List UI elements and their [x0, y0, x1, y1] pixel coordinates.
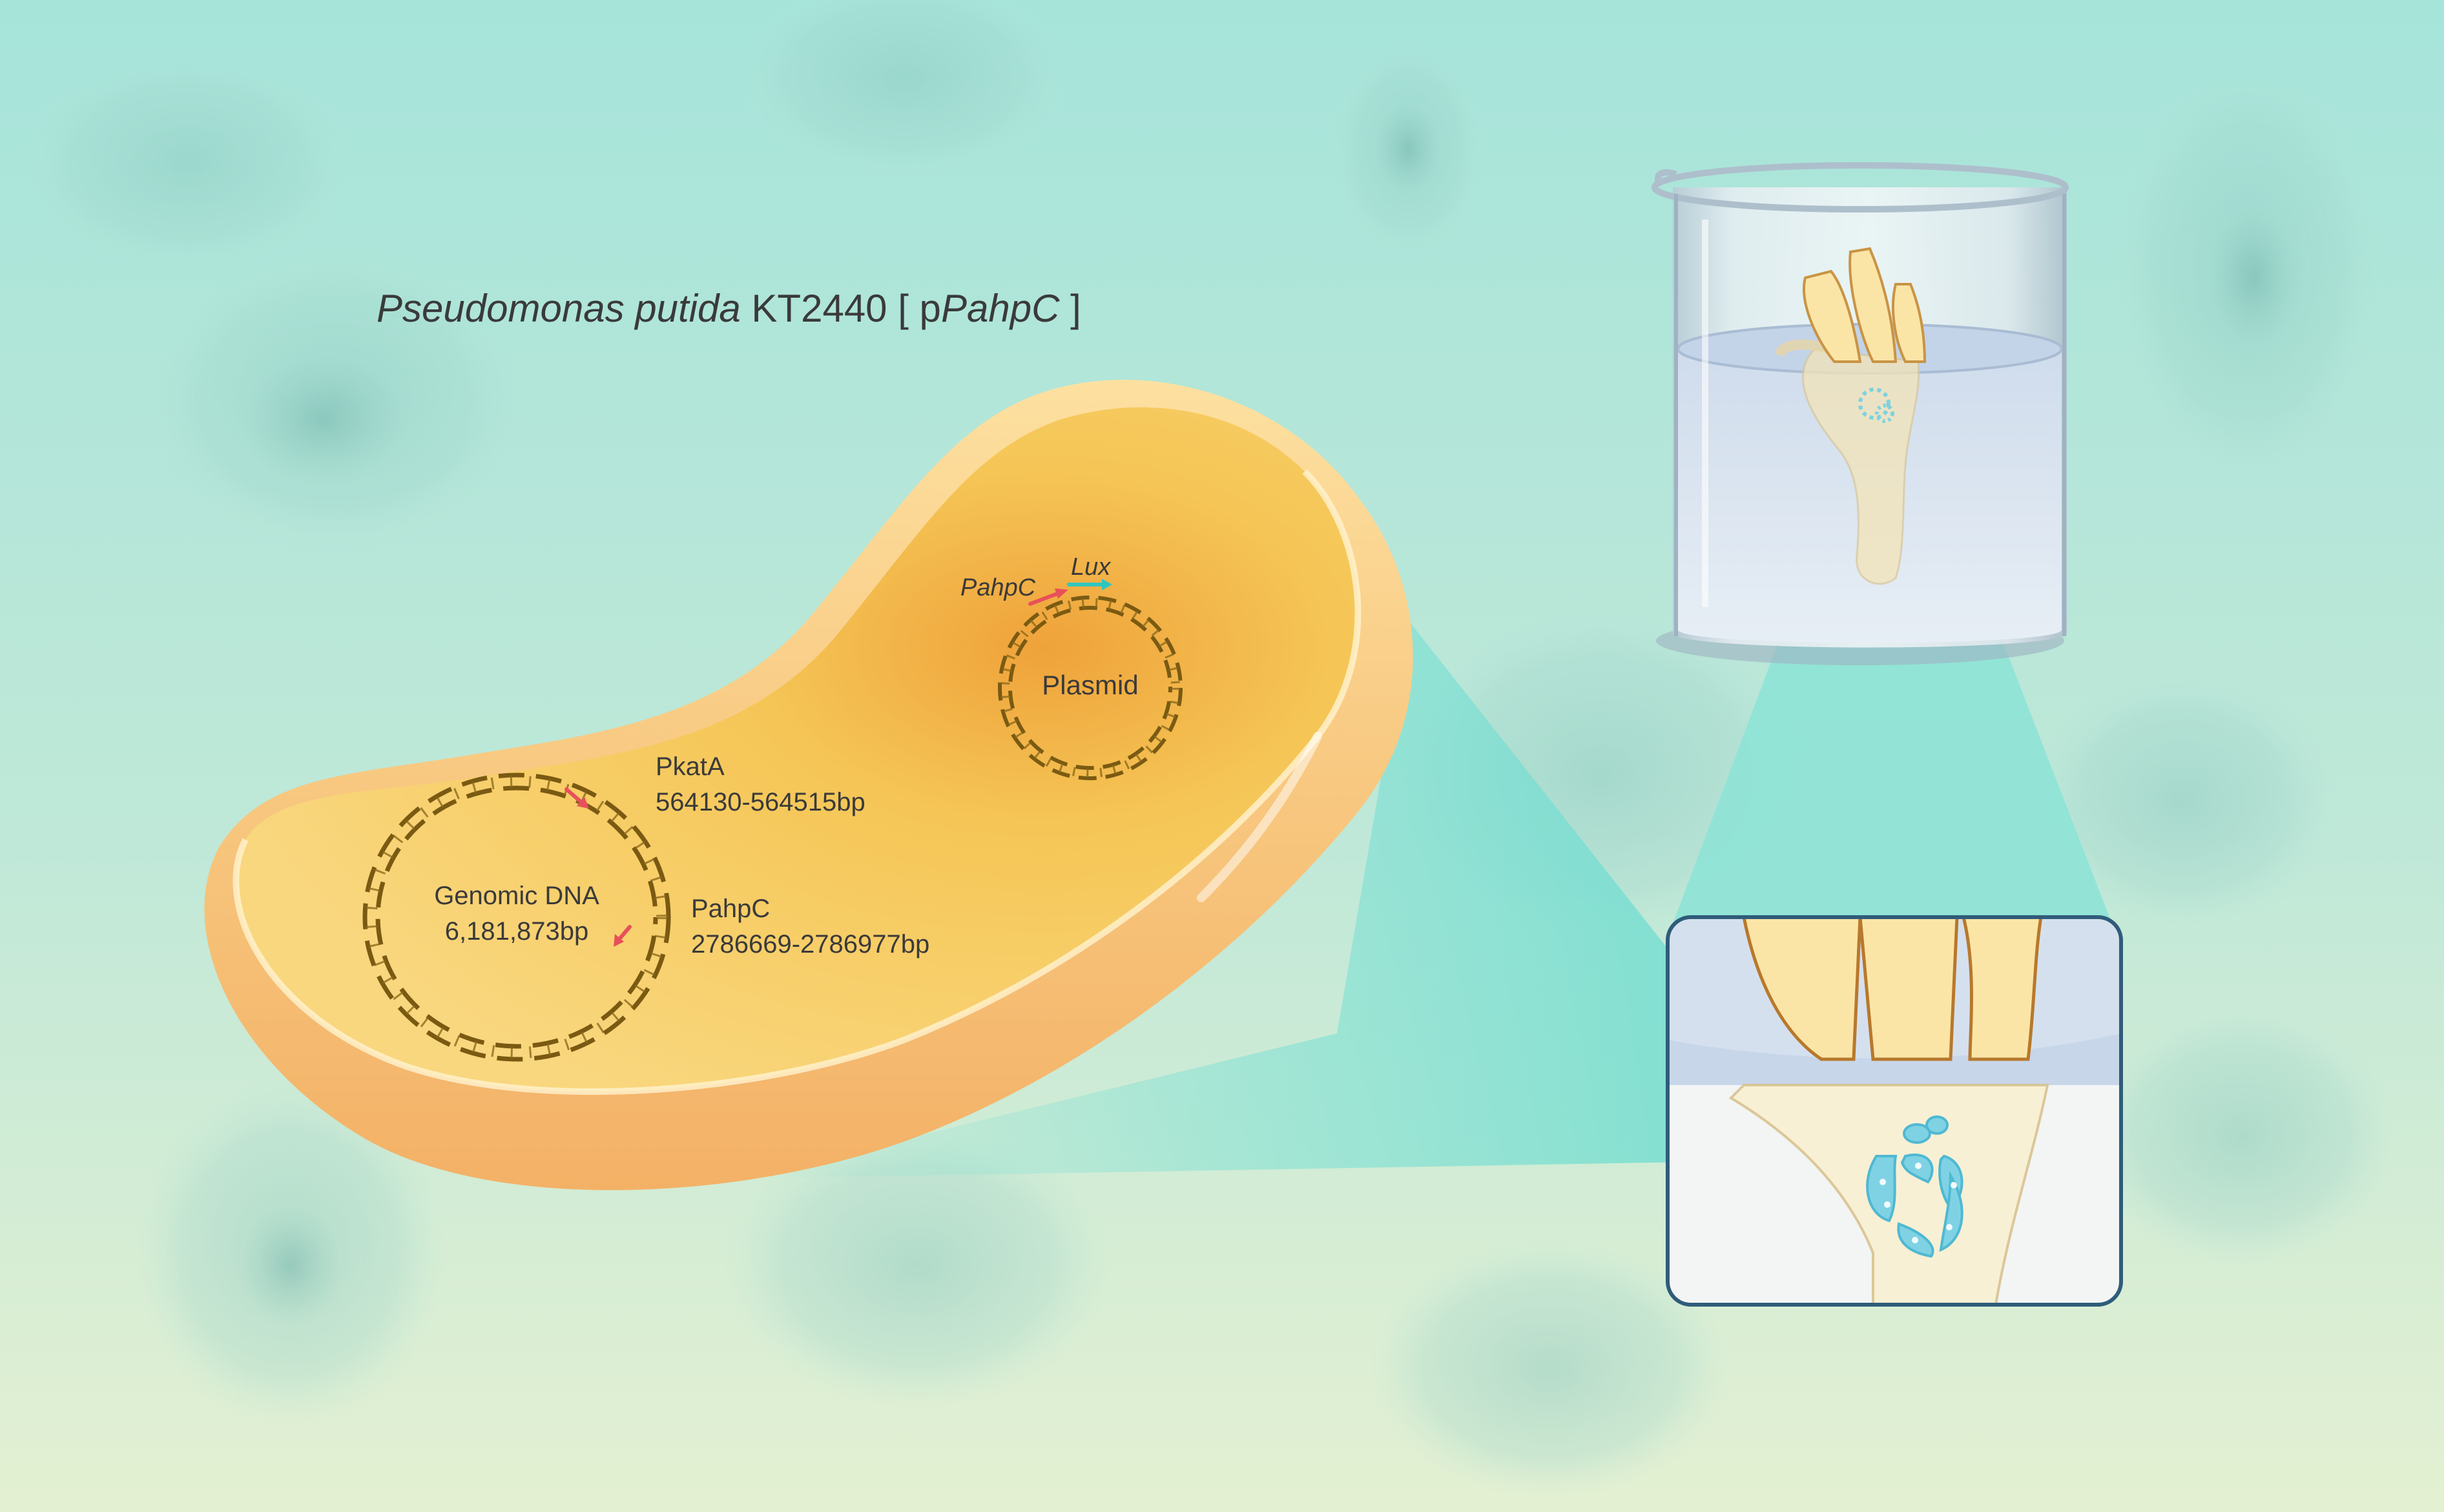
plasmid-label: Plasmid [1042, 670, 1138, 700]
lux-arrow-icon [1067, 579, 1112, 590]
plasmid-promoter-label: PahpC [960, 574, 1036, 601]
plasmid-ring [998, 595, 1183, 780]
title-plasmid-gene: PahpC [941, 287, 1060, 330]
plasmid-promoter-arrow-icon [1028, 588, 1068, 606]
title-species: Pseudomonas putida [377, 287, 741, 330]
root-bacteria-colony [1858, 388, 1894, 423]
genomic-dna-size: 6,181,873bp [445, 917, 588, 946]
zoom-beam-cell [743, 620, 1834, 1179]
pkata-range: 564130-564515bp [656, 788, 865, 816]
pahpc-genomic-range: 2786669-2786977bp [691, 930, 929, 958]
genomic-dna-label: Genomic DNA [434, 882, 599, 910]
bacterium-cell [204, 380, 1413, 1190]
zoom-beam-beaker [1673, 407, 2112, 924]
genomic-dna-ring [362, 772, 671, 1062]
pahpc-genomic-name: PahpC [691, 895, 770, 923]
pkata-arrow-icon [564, 787, 589, 809]
figure-title: Pseudomonas putida KT2440 [ pPahpC ] [377, 287, 1081, 330]
title-strain: KT2440 [ p [741, 287, 941, 330]
zoom-inset [1666, 915, 2123, 1307]
pkata-name: PkatA [656, 752, 725, 781]
plant-root [1774, 247, 1927, 585]
pahpc-genomic-arrow-icon [614, 925, 632, 947]
title-close: ] [1059, 287, 1081, 330]
plasmid-reporter-label: Lux [1071, 554, 1112, 581]
